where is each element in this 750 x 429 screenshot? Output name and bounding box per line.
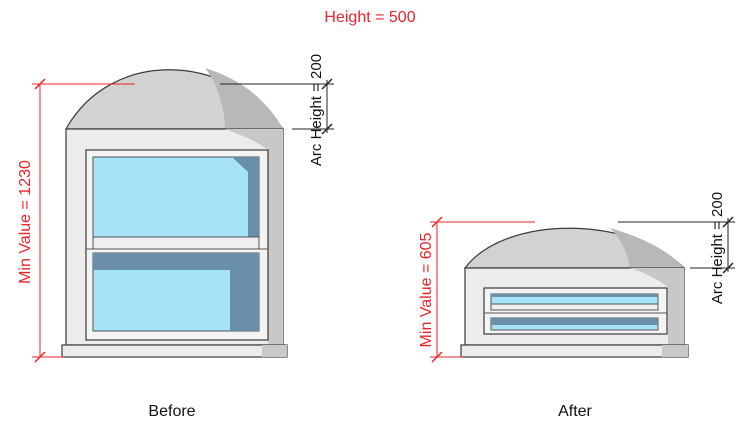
after-lower-glass-shadow: [491, 318, 658, 325]
after-sill-shadow: [662, 345, 688, 357]
height-parameter-label: Height = 500: [324, 9, 415, 26]
before-window: [61, 68, 288, 358]
after-min-value-dimension: Min Value = 605: [418, 216, 535, 363]
before-arch-shadow: [205, 68, 283, 129]
before-min-value-dimension: Min Value = 1230: [17, 78, 135, 363]
before-min-value-label: Min Value = 1230: [17, 160, 34, 284]
before-arc-height-dimension: Arc Height = 200: [220, 54, 334, 166]
before-upper-glass: [92, 156, 260, 238]
after-arc-height-label: Arc Height = 200: [709, 192, 726, 304]
after-upper-sill: [490, 303, 659, 311]
after-arch-shadow: [610, 228, 684, 268]
before-upper-glass-shadow: [232, 157, 259, 237]
after-bottom-sill: [460, 344, 689, 358]
before-arc-height-label: Arc Height = 200: [308, 54, 325, 166]
before-upper-sill: [92, 236, 260, 250]
after-upper-glass-shadow: [491, 294, 658, 297]
after-window: [460, 227, 689, 358]
after-frame-shadow: [630, 268, 684, 345]
after-min-value-label: Min Value = 605: [418, 232, 435, 347]
before-lower-glass-top-shadow: [93, 253, 259, 270]
before-sill-shadow: [262, 345, 287, 357]
before-caption: Before: [148, 403, 195, 420]
after-caption: After: [558, 403, 592, 420]
before-lower-glass-side-shadow: [230, 253, 259, 331]
before-bottom-sill: [61, 344, 288, 358]
after-arc-height-dimension: Arc Height = 200: [618, 192, 735, 304]
